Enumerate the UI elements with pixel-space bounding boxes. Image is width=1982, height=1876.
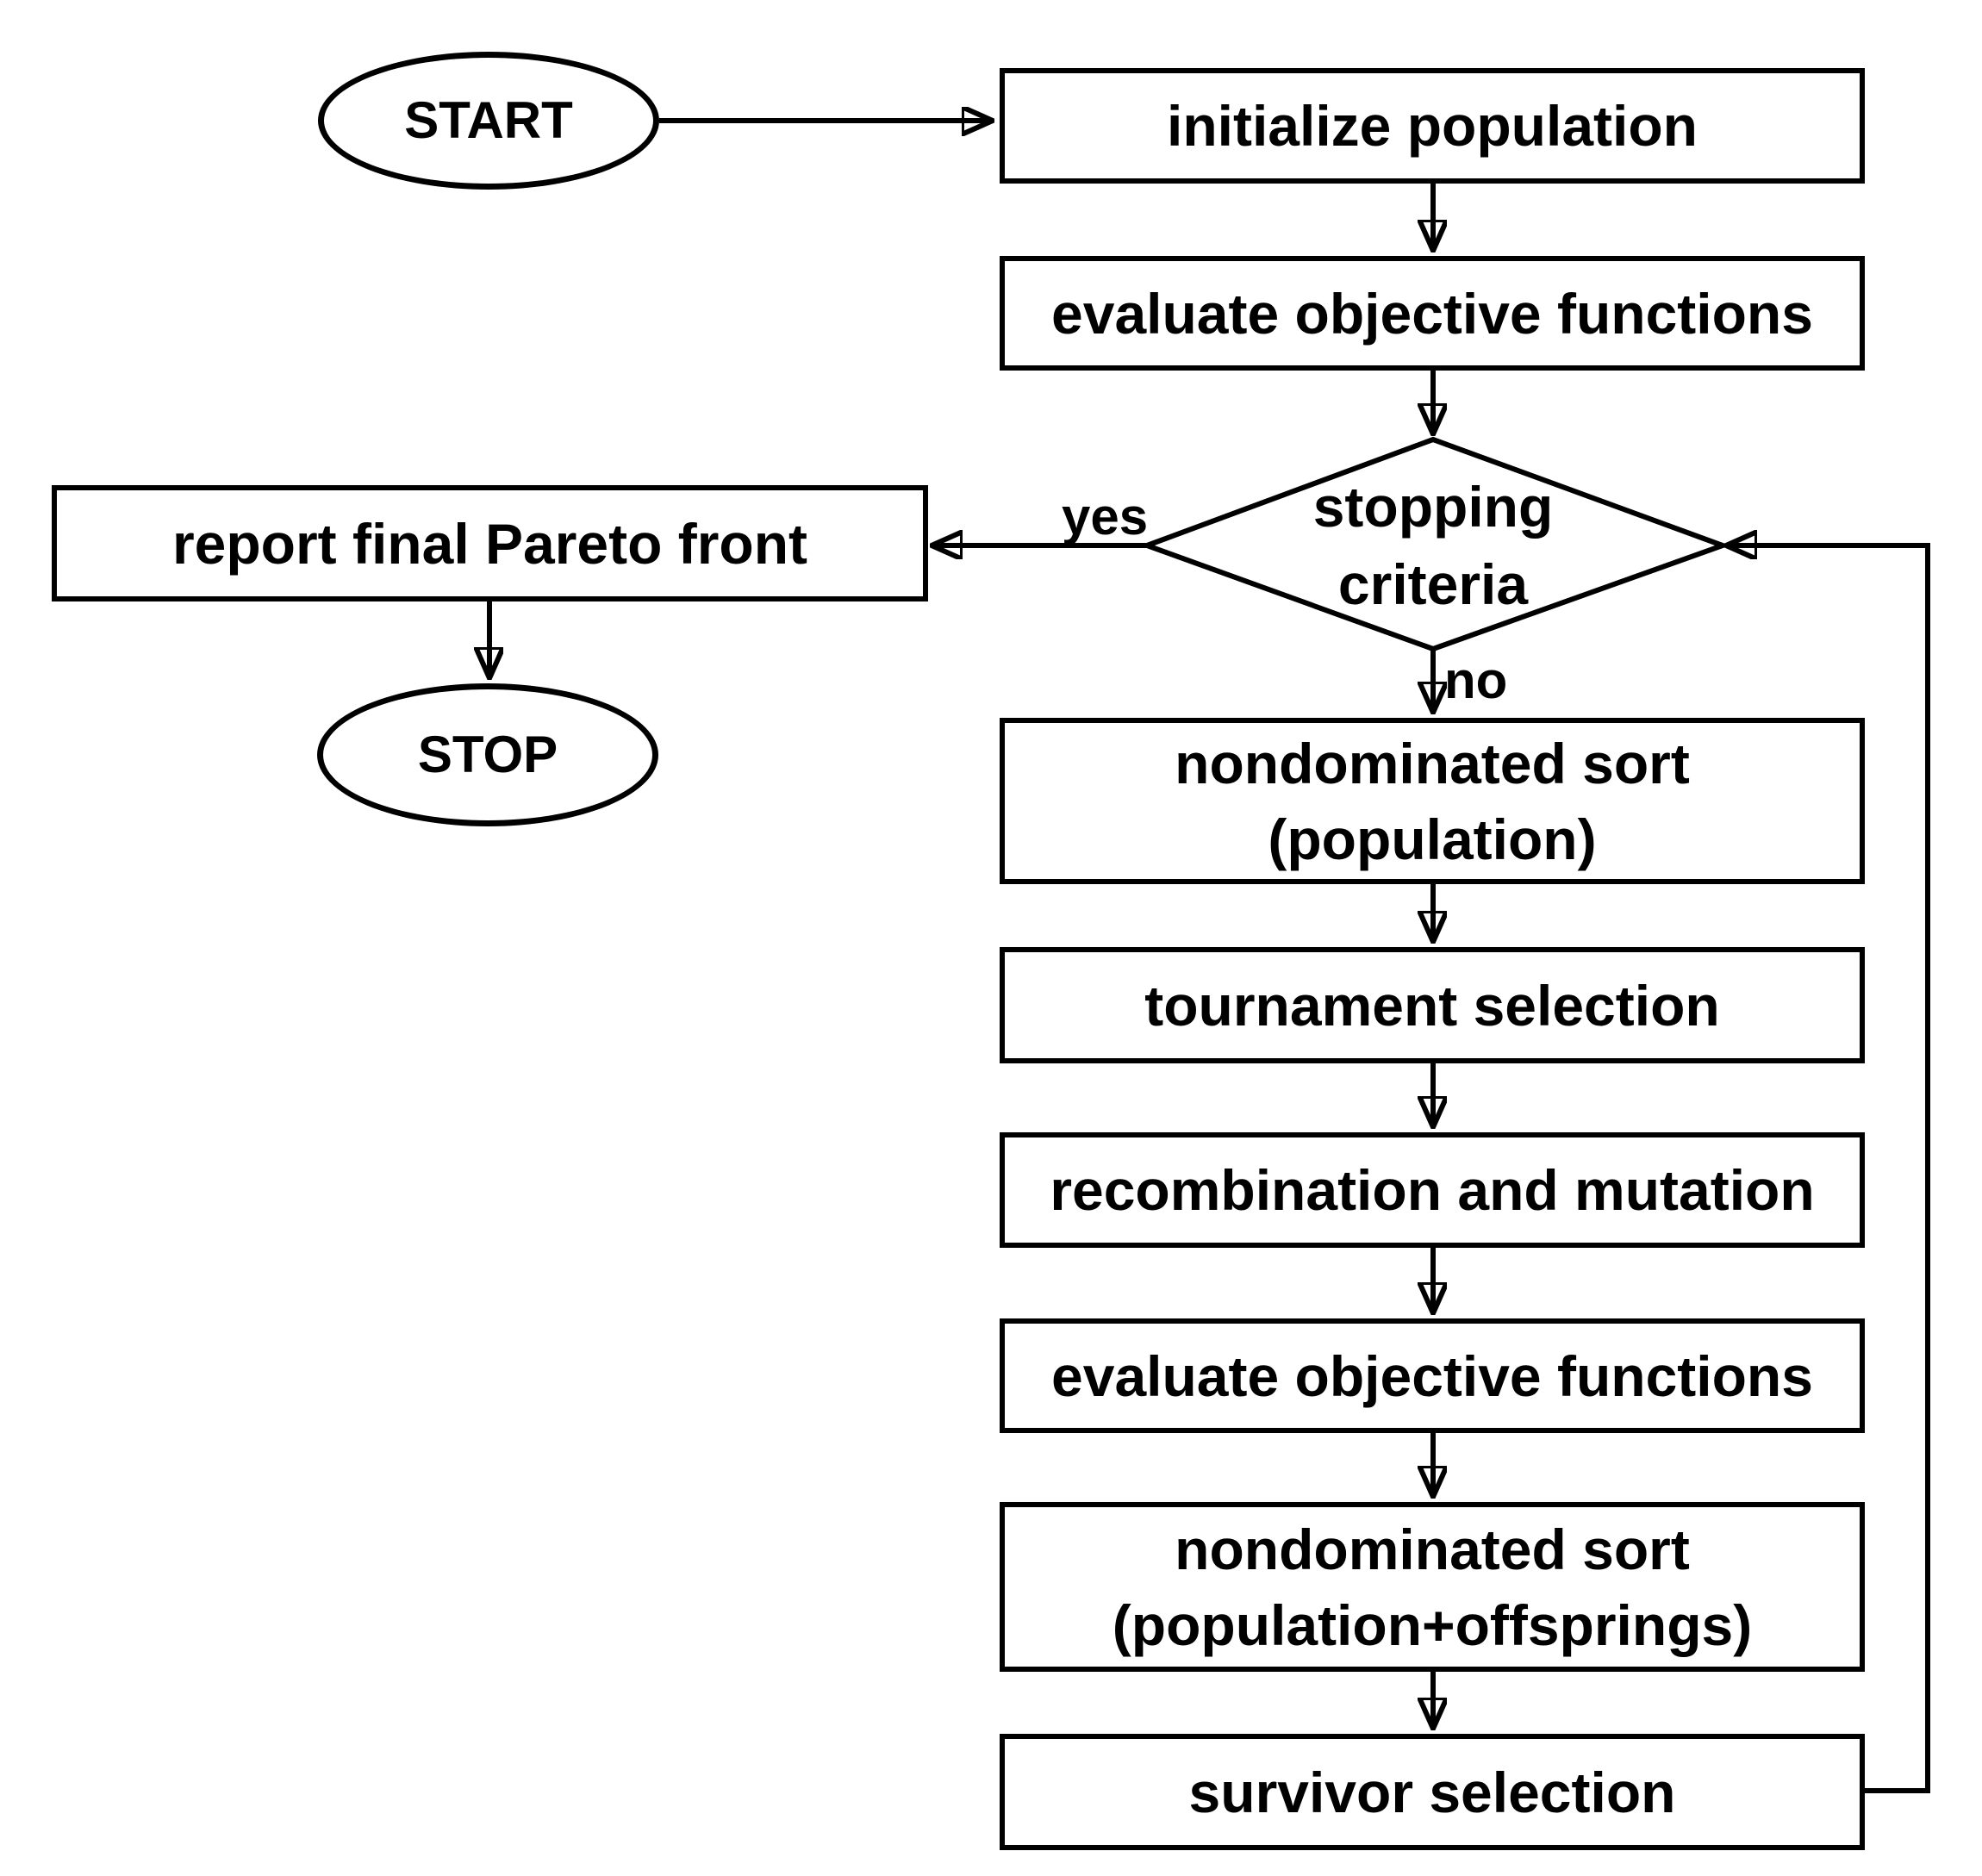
- stop-node: STOP: [317, 683, 658, 826]
- recombination-and-mutation-label: recombination and mutation: [1050, 1158, 1815, 1222]
- initialize-population-node: initialize population: [1000, 68, 1865, 184]
- stop-label: STOP: [417, 726, 558, 783]
- start-label: START: [404, 91, 573, 149]
- nondominated-sort-population-line1: nondominated sort: [1175, 731, 1690, 795]
- nondominated-sort-population-line2: (population): [1268, 807, 1597, 871]
- survivor-selection-node: survivor selection: [1000, 1734, 1865, 1850]
- stopping-criteria-node: stopping criteria: [1218, 464, 1649, 627]
- report-final-pareto-front-label: report final Pareto front: [171, 511, 808, 576]
- report-final-pareto-front-node: report final Pareto front: [52, 485, 928, 601]
- recombination-and-mutation-node: recombination and mutation: [1000, 1132, 1865, 1248]
- stopping-criteria-line1: stopping: [1312, 475, 1554, 539]
- stopping-criteria-line2: criteria: [1337, 552, 1529, 616]
- edge-survivor-loop-to-stopping: [1728, 545, 1930, 1793]
- start-node: START: [318, 52, 659, 190]
- tournament-selection-label: tournament selection: [1144, 973, 1720, 1038]
- tournament-selection-node: tournament selection: [1000, 947, 1865, 1063]
- nondominated-sort-population-node: nondominated sort (population): [1000, 718, 1865, 884]
- evaluate-objective-functions-1-node: evaluate objective functions: [1000, 256, 1865, 371]
- evaluate-objective-functions-1-label: evaluate objective functions: [1051, 281, 1813, 346]
- survivor-selection-label: survivor selection: [1188, 1760, 1676, 1824]
- evaluate-objective-functions-2-label: evaluate objective functions: [1051, 1343, 1813, 1408]
- edge-label-yes: yes: [1062, 488, 1149, 545]
- nondominated-sort-population-offsprings-line1: nondominated sort: [1175, 1517, 1690, 1581]
- nondominated-sort-population-offsprings-line2: (population+offsprings): [1112, 1592, 1753, 1657]
- nondominated-sort-population-offsprings-node: nondominated sort (population+offsprings…: [1000, 1502, 1865, 1672]
- initialize-population-label: initialize population: [1167, 94, 1698, 158]
- edge-label-no: no: [1444, 651, 1508, 709]
- evaluate-objective-functions-2-node: evaluate objective functions: [1000, 1318, 1865, 1433]
